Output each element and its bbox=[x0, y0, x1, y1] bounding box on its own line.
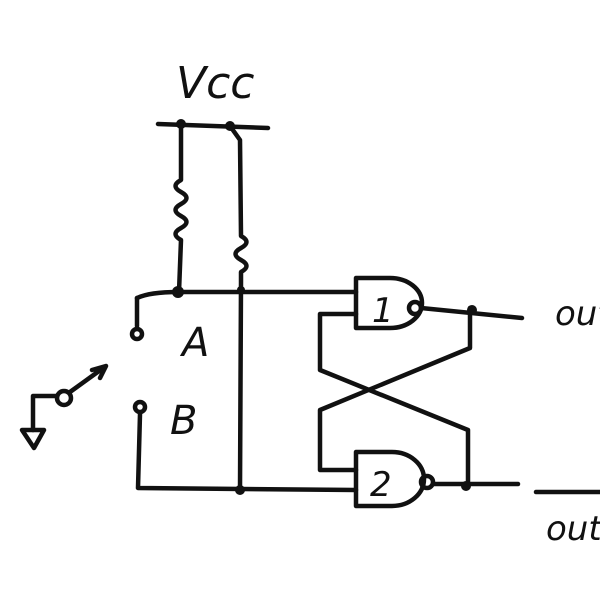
out-junction bbox=[467, 305, 477, 315]
out-label: out bbox=[555, 294, 600, 334]
switch-pole bbox=[54, 388, 74, 408]
gate-2-number: 2 bbox=[370, 465, 392, 505]
out-bar-junction bbox=[461, 481, 471, 491]
contact-a-label: A bbox=[179, 320, 209, 366]
out-bar-label: out bbox=[546, 509, 600, 549]
vcc-rail bbox=[155, 121, 271, 131]
contact-b-terminal bbox=[132, 399, 148, 415]
contact-b-lead bbox=[135, 411, 359, 493]
ground-symbol bbox=[19, 427, 47, 451]
node-b-junction bbox=[235, 485, 245, 495]
gate-1-number: 1 bbox=[372, 291, 394, 331]
node-a-vertical-junction bbox=[237, 286, 245, 294]
pullup-resistor-1 bbox=[173, 121, 189, 295]
nand-gate-2 bbox=[317, 305, 473, 509]
node-a-wire bbox=[134, 289, 359, 301]
vcc-label: Vcc bbox=[176, 58, 254, 109]
pullup-resistor-2 bbox=[227, 123, 249, 493]
contact-b-label: B bbox=[170, 398, 197, 444]
contact-a-terminal bbox=[129, 326, 145, 342]
ground-lead bbox=[30, 393, 59, 433]
switch-arm-arrow bbox=[67, 363, 109, 395]
nand-gate-1 bbox=[317, 275, 471, 489]
node-a-junction bbox=[172, 286, 184, 298]
